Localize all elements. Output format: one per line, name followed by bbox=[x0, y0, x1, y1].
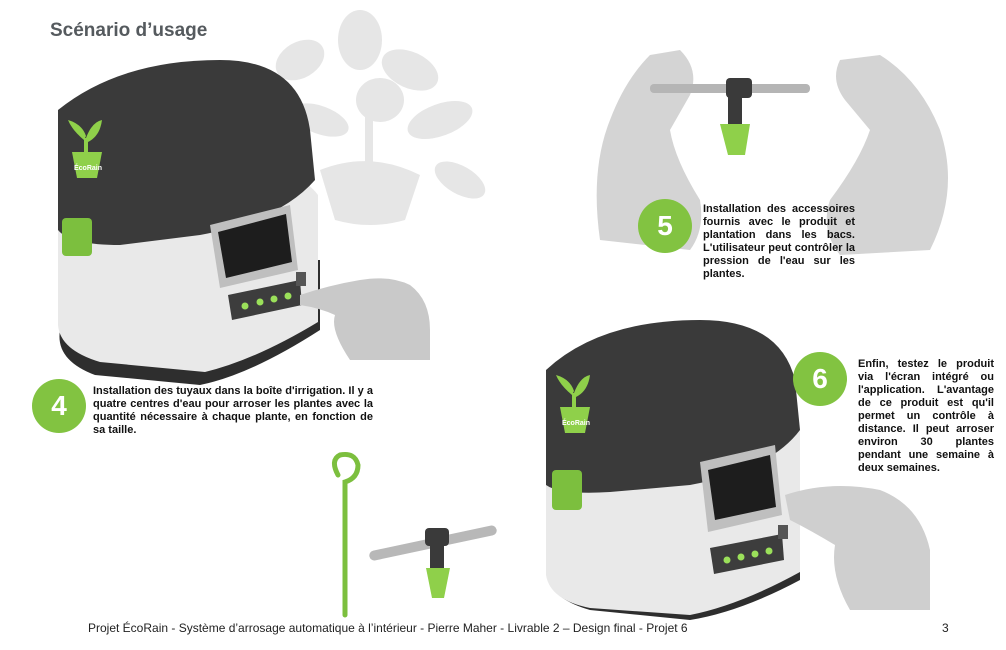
irrigation-box-illustration-2: ÉcoRain bbox=[546, 320, 800, 620]
step-6-description: Enfin, testez le produit via l'écran int… bbox=[858, 358, 994, 474]
step-4-description: Installation des tuyaux dans la boîte d'… bbox=[93, 385, 373, 436]
page-number: 3 bbox=[942, 621, 949, 635]
step-number: 4 bbox=[51, 390, 67, 421]
hand-icon bbox=[300, 278, 430, 360]
step-5-description: Installation des accessoires fournis ave… bbox=[703, 203, 855, 280]
irrigation-box-illustration: ÉcoRain bbox=[58, 60, 320, 385]
brand-label-device-1: ÉcoRain bbox=[74, 163, 102, 172]
plant-logo-icon: ÉcoRain bbox=[68, 120, 102, 178]
plant-hook-icon bbox=[332, 452, 361, 618]
step-number: 5 bbox=[657, 210, 673, 241]
page-footer: Projet ÉcoRain - Système d’arrosage auto… bbox=[88, 621, 688, 635]
step-4-badge: 4 bbox=[32, 379, 86, 433]
plant-logo-icon-2: ÉcoRain bbox=[556, 375, 590, 433]
plant-silhouette-icon bbox=[275, 10, 486, 225]
t-connector-icon-2 bbox=[369, 525, 497, 598]
t-connector-icon bbox=[650, 78, 810, 155]
step-5-badge: 5 bbox=[638, 199, 692, 253]
step-number: 6 bbox=[812, 363, 828, 394]
step-6-badge: 6 bbox=[793, 352, 847, 406]
brand-label-device-2: ÉcoRain bbox=[562, 418, 590, 427]
page-title: Scénario d’usage bbox=[50, 20, 208, 41]
hand-icon-2 bbox=[785, 486, 930, 610]
